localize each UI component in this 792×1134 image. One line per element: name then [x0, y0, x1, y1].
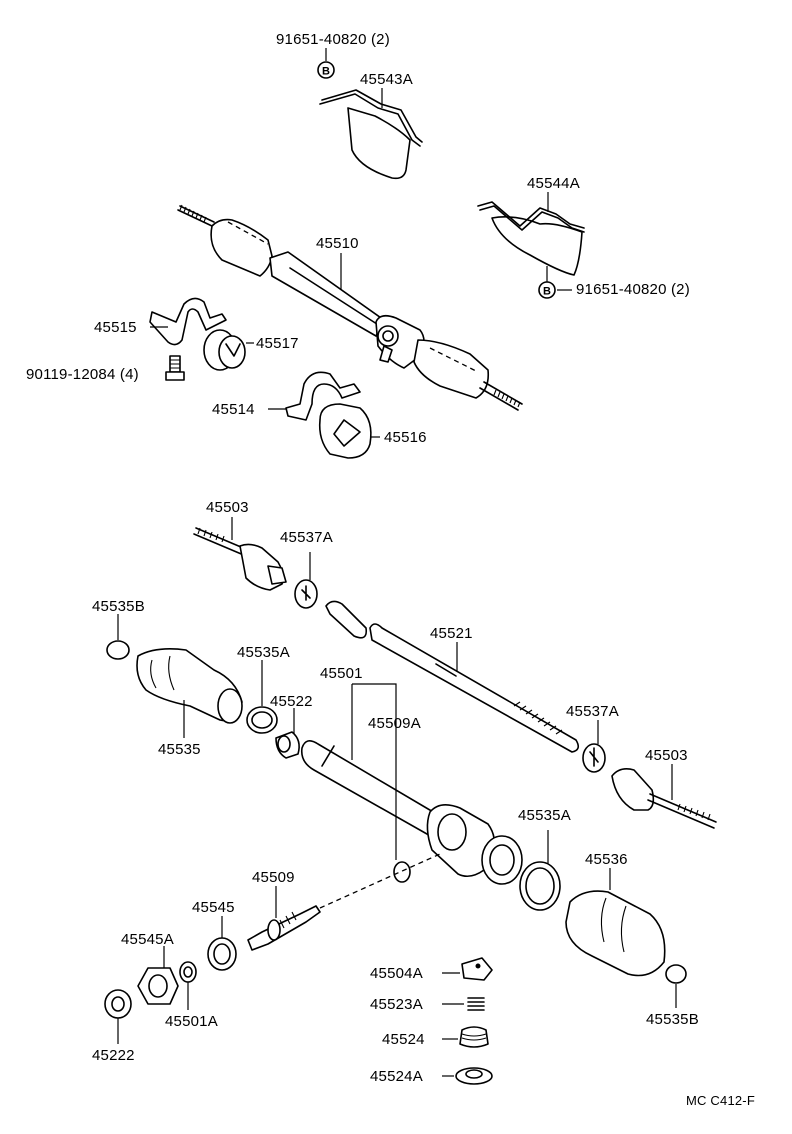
label-45514: 45514: [212, 401, 255, 418]
label-45544A: 45544A: [527, 175, 580, 192]
label-45522: 45522: [270, 693, 313, 710]
plug-45509A: [393, 861, 411, 883]
clip-45535B-right: [665, 964, 687, 1008]
rack-assembly-45510: [177, 204, 523, 411]
seal-45537A-right: [582, 720, 606, 773]
bracket-45514: [268, 371, 361, 421]
label-45543A: 45543A: [360, 71, 413, 88]
bracket-45515: [149, 297, 227, 346]
cap-45524: [442, 1026, 489, 1048]
cover-45544A: [477, 192, 585, 276]
cover-45543A: [319, 88, 423, 180]
assembly-dash-line: [319, 853, 441, 909]
nut-45545A: [137, 946, 179, 1005]
label-45535A-right: 45535A: [518, 807, 571, 824]
label-45537A-right: 45537A: [566, 703, 619, 720]
pinion-45509: [247, 886, 321, 951]
label-45536: 45536: [585, 851, 628, 868]
bearing-45501A: [179, 961, 197, 1010]
label-45523A: 45523A: [370, 996, 423, 1013]
label-90119: 90119-12084 (4): [26, 366, 139, 383]
boot-45535: [136, 648, 243, 738]
bolt-91651-right: B: [538, 266, 572, 299]
bolt-91651-top: B: [317, 48, 335, 79]
grommet-45516: [318, 403, 380, 459]
housing-45501: [300, 683, 523, 885]
tie-rod-45503-top: [193, 517, 287, 591]
label-45545: 45545: [192, 899, 235, 916]
label-45537A-top: 45537A: [280, 529, 333, 546]
nut-45524A: [442, 1067, 493, 1085]
label-45504A: 45504A: [370, 965, 423, 982]
label-45509A: 45509A: [368, 715, 421, 732]
rack-bar-45521: [369, 623, 580, 753]
label-45545A: 45545A: [121, 931, 174, 948]
label-45503-right: 45503: [645, 747, 688, 764]
label-45524A: 45524A: [370, 1068, 423, 1085]
seal-45537A-top: [294, 552, 318, 609]
label-91651-right: 91651-40820 (2): [576, 281, 690, 298]
cap-45222: [104, 989, 132, 1044]
sleeve: [325, 600, 368, 639]
clamp-45535A-right: [519, 830, 561, 911]
label-45503-top: 45503: [206, 499, 249, 516]
seal-45545: [207, 916, 237, 971]
diagram-code: MC C412-F: [686, 1093, 755, 1108]
label-45510: 45510: [316, 235, 359, 252]
boot-45536: [565, 868, 666, 977]
label-45516: 45516: [384, 429, 427, 446]
label-45501A: 45501A: [165, 1013, 218, 1030]
svg-text:B: B: [322, 66, 330, 78]
bolt-90119: [165, 355, 185, 381]
label-45515: 45515: [94, 319, 137, 336]
label-45521: 45521: [430, 625, 473, 642]
label-45517: 45517: [256, 335, 299, 352]
label-45222: 45222: [92, 1047, 135, 1064]
label-45535B-left: 45535B: [92, 598, 145, 615]
clamp-45535A-left: [246, 660, 278, 734]
label-91651-top: 91651-40820 (2): [276, 31, 390, 48]
label-45509: 45509: [252, 869, 295, 886]
label-45535B-right: 45535B: [646, 1011, 699, 1028]
guide-45504A: [442, 957, 493, 981]
label-45535A-left: 45535A: [237, 644, 290, 661]
svg-text:B: B: [543, 286, 551, 298]
tie-rod-45503-right: [611, 764, 717, 829]
bushing-45522: [275, 708, 300, 759]
label-45535: 45535: [158, 741, 201, 758]
label-45524: 45524: [382, 1031, 425, 1048]
label-45501: 45501: [320, 665, 363, 682]
spring-45523A: [442, 997, 485, 1011]
clip-45535B-left: [106, 614, 130, 660]
grommet-45517: [203, 329, 254, 371]
